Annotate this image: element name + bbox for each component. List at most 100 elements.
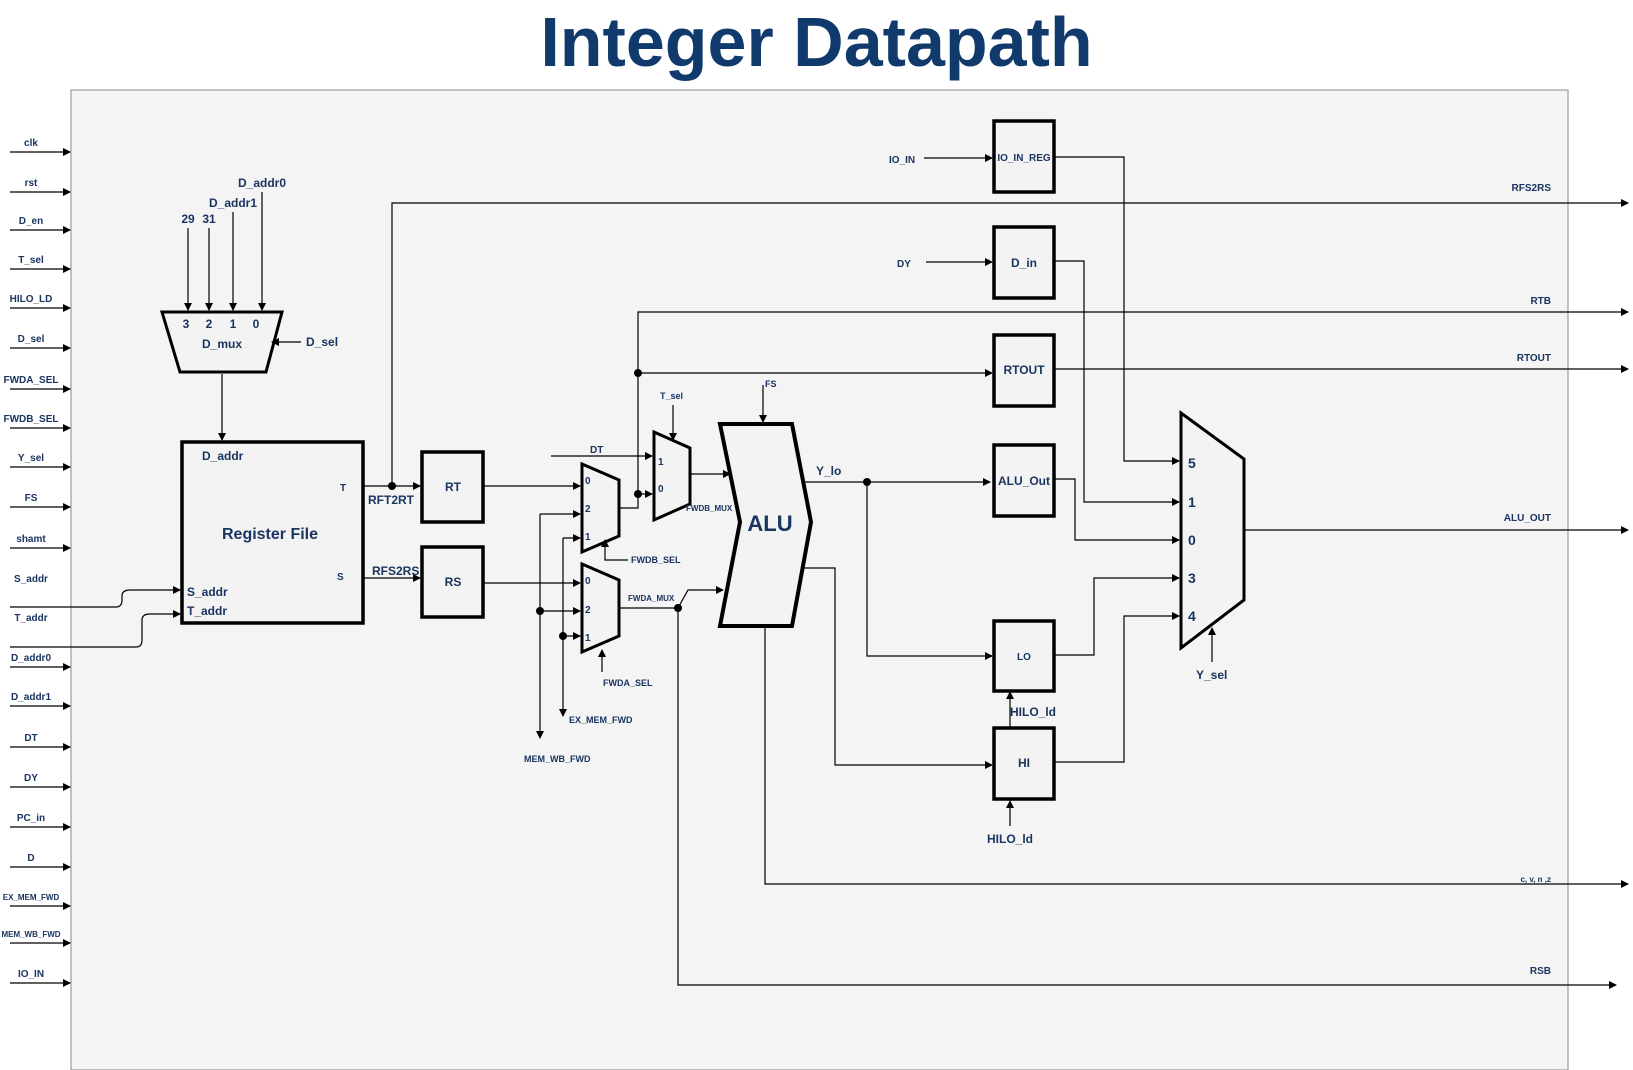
input-label-d-addr1: D_addr1 <box>11 692 51 703</box>
t-sel-mux-port-0: 0 <box>658 484 664 495</box>
y-mux-port-0: 0 <box>1188 532 1196 548</box>
y-mux-port-3: 3 <box>1188 570 1196 586</box>
input-label-dy: DY <box>24 773 38 784</box>
d-in-register <box>992 225 1056 300</box>
rfs2rs-label: RFS2RS <box>372 564 419 578</box>
fwda-mux-port-0: 0 <box>585 576 591 587</box>
output-label-c-v-n-z: c, v, n ,z <box>1520 875 1551 884</box>
io-in-reg-label: IO_IN_REG <box>997 153 1051 164</box>
page-title: Integer Datapath <box>540 3 1093 81</box>
d-mux-select: D_sel <box>306 335 338 349</box>
d-in-label: D_in <box>1011 256 1037 270</box>
output-label-rfs2rs: RFS2RS <box>1512 183 1552 194</box>
input-label-d-sel: D_sel <box>18 334 45 345</box>
d-mux-label: D_mux <box>202 337 242 351</box>
d-mux-input-d-addr1: D_addr1 <box>209 196 257 210</box>
input-label-fwda-sel: FWDA_SEL <box>4 375 59 386</box>
d-mux-port-3: 3 <box>183 317 190 331</box>
fwdb-mux-port-1: 1 <box>585 532 591 543</box>
alu-label: ALU <box>747 511 792 536</box>
fwdb-mux-port-2: 2 <box>585 504 591 515</box>
input-label-fwdb-sel: FWDB_SEL <box>4 414 59 425</box>
output-label-rtb: RTB <box>1530 296 1551 307</box>
t-sel-mux <box>652 429 692 523</box>
input-label-dt: DT <box>24 733 37 744</box>
hi-register <box>992 726 1056 801</box>
rf-t-port: T <box>340 483 346 494</box>
rft2rt-label: RFT2RT <box>368 493 415 507</box>
input-label-d-addr0: D_addr0 <box>11 653 51 664</box>
d-mux-input-d-addr0: D_addr0 <box>238 176 286 190</box>
lo-register <box>992 619 1056 693</box>
hilo-ld-label-bottom: HILO_ld <box>987 832 1033 846</box>
fwdb-mux-label: FWDB_MUX <box>686 504 733 513</box>
mem-wb-fwd-label: MEM_WB_FWD <box>524 754 591 764</box>
dt-signal-label: DT <box>590 445 603 456</box>
t-sel-mux-port-1: 1 <box>658 457 664 468</box>
input-label-mem-wb-fwd: MEM_WB_FWD <box>1 930 60 939</box>
input-label-clk: clk <box>24 138 38 149</box>
hi-label: HI <box>1018 756 1030 770</box>
rt-register <box>420 450 485 524</box>
input-label-fs: FS <box>25 493 38 504</box>
input-label-s-addr: S_addr <box>14 574 48 585</box>
input-label-t-sel: T_sel <box>18 255 44 266</box>
input-label-shamt: shamt <box>16 534 46 545</box>
d-mux <box>159 310 284 374</box>
input-label-io-in: IO_IN <box>18 969 44 980</box>
dy-signal-label: DY <box>897 259 911 270</box>
rf-d-addr-port: D_addr <box>202 449 244 463</box>
input-label-ex-mem-fwd: EX_MEM_FWD <box>3 893 60 902</box>
fwda-mux <box>580 561 621 655</box>
t-sel-label: T_sel <box>660 391 683 401</box>
rtout-label: RTOUT <box>1003 363 1045 377</box>
input-label-rst: rst <box>25 178 38 189</box>
io-in-signal-label: IO_IN <box>889 155 915 166</box>
output-labels: RFS2RS RTB RTOUT ALU_OUT c, v, n ,z RSB <box>1504 183 1552 977</box>
input-label-d-en: D_en <box>19 216 43 227</box>
fwdb-mux-port-0: 0 <box>585 476 591 487</box>
rtout-register <box>992 333 1056 408</box>
d-mux-input-31: 31 <box>202 212 216 226</box>
rf-t-addr-port: T_addr <box>187 604 227 618</box>
register-file-label: Register File <box>222 526 318 543</box>
rt-register-label: RT <box>445 480 462 494</box>
alu-out-register <box>992 443 1056 518</box>
y-mux-port-4: 4 <box>1188 608 1196 624</box>
y-mux <box>1179 410 1246 652</box>
input-label-hilo-ld: HILO_LD <box>10 294 53 305</box>
fwda-mux-port-1: 1 <box>585 633 591 644</box>
fwda-mux-select: FWDA_SEL <box>603 678 653 688</box>
output-label-rtout: RTOUT <box>1517 353 1551 364</box>
rf-s-port: S <box>337 572 344 583</box>
y-mux-port-1: 1 <box>1188 494 1196 510</box>
rs-register <box>420 545 485 619</box>
y-mux-port-5: 5 <box>1188 455 1196 471</box>
fwdb-mux <box>580 461 621 555</box>
fwdb-mux-select: FWDB_SEL <box>631 555 681 565</box>
io-in-reg-register <box>992 119 1056 194</box>
alu-fs-label: FS <box>765 379 777 389</box>
input-label-t-addr: T_addr <box>14 613 47 624</box>
ex-mem-fwd-label: EX_MEM_FWD <box>569 715 633 725</box>
output-label-rsb: RSB <box>1530 966 1551 977</box>
output-label-alu-out: ALU_OUT <box>1504 513 1551 524</box>
fwda-mux-port-2: 2 <box>585 605 591 616</box>
y-mux-select: Y_sel <box>1196 668 1227 682</box>
d-mux-port-0: 0 <box>253 317 260 331</box>
lo-label: LO <box>1017 652 1031 663</box>
d-mux-port-2: 2 <box>206 317 213 331</box>
input-label-d: D <box>27 853 34 864</box>
alu-out-label: ALU_Out <box>998 474 1050 488</box>
fwda-mux-label: FWDA_MUX <box>628 594 675 603</box>
alu <box>717 422 814 628</box>
d-mux-port-1: 1 <box>230 317 237 331</box>
rf-s-addr-port: S_addr <box>187 585 228 599</box>
register-file <box>180 440 365 625</box>
rs-register-label: RS <box>445 575 462 589</box>
input-label-pc-in: PC_in <box>17 813 45 824</box>
hilo-ld-label-top: HILO_ld <box>1010 705 1056 719</box>
d-mux-input-29: 29 <box>181 212 195 226</box>
